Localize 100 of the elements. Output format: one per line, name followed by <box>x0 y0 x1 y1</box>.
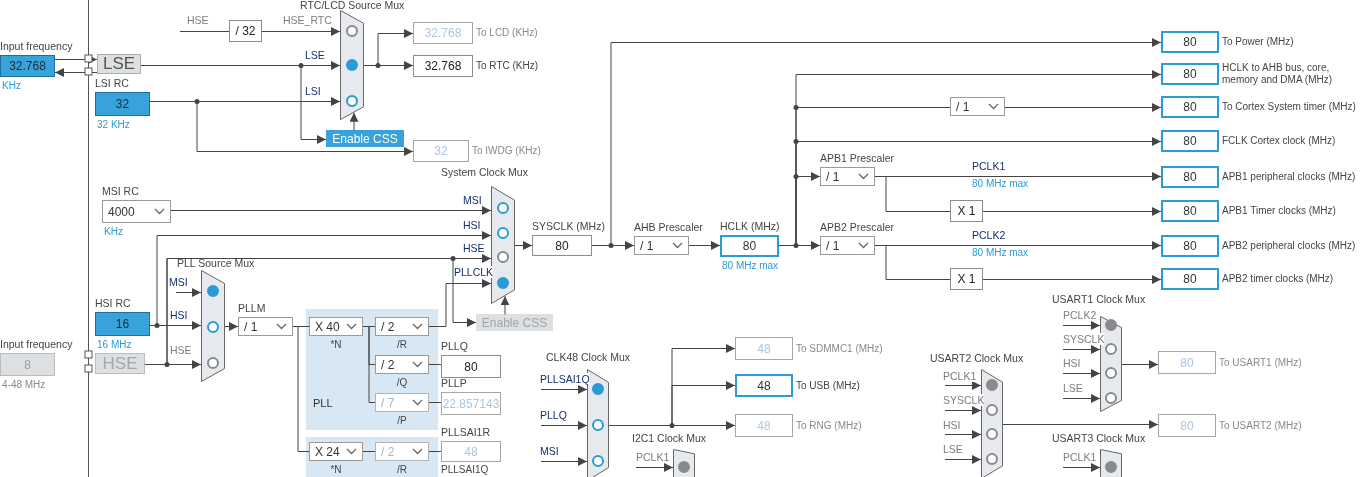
arrow <box>224 322 239 331</box>
mux-title: I2C1 Clock Mux <box>632 432 707 445</box>
edge-label: HSE <box>463 242 485 254</box>
arrow <box>1062 463 1101 472</box>
arrow <box>363 61 414 70</box>
edge-label: PCLK2 <box>972 229 1006 241</box>
dropdown-select: / 2 <box>375 442 429 461</box>
value-field: 48 <box>735 337 793 360</box>
edge-label: HSI <box>1063 357 1081 369</box>
arrow <box>175 288 202 297</box>
note-label: 80 MHz max <box>972 178 1029 190</box>
input-field: 16 <box>95 312 150 336</box>
arrow <box>54 55 98 64</box>
mux-title: USART3 Clock Mux <box>1052 432 1146 445</box>
value-field: 80 <box>1161 235 1219 257</box>
edge-label: LSE <box>943 443 963 455</box>
note-label: PLLSAI1Q <box>441 464 489 476</box>
arrow <box>1002 420 1159 429</box>
field-heading: AHB Prescaler <box>634 221 703 234</box>
dropdown-select: / 2 <box>375 317 429 336</box>
arrow <box>635 463 674 472</box>
value-field: 48 <box>735 374 793 397</box>
field-caption: To RNG (MHz) <box>796 419 862 432</box>
field-caption: /R <box>396 339 408 351</box>
multiplexer-symbol <box>673 449 695 477</box>
arrow <box>944 455 982 464</box>
value-field: / 32 <box>229 20 262 42</box>
css-button: Enable CSS <box>326 130 404 147</box>
field-caption: To USB (MHz) <box>796 379 860 392</box>
mux-title: USART2 Clock Mux <box>930 352 1024 365</box>
pll-region <box>306 437 438 477</box>
edge-label: HSE <box>170 344 192 356</box>
field-heading: PLLSAI1R <box>441 426 491 439</box>
dropdown-select: / 2 <box>375 355 429 374</box>
field-caption: /R <box>396 464 408 476</box>
field-caption: To Power (MHz) <box>1222 36 1294 48</box>
arrow <box>261 27 341 36</box>
note-label: 80 MHz max <box>972 247 1029 259</box>
value-field: 80 <box>1158 414 1216 437</box>
field-heading: HSI RC <box>95 297 131 310</box>
oscillator-box: LSE <box>97 54 141 74</box>
edge-label: MSI <box>540 445 559 457</box>
value-field: 80 <box>1161 63 1219 85</box>
value-field: 80 <box>1161 166 1219 188</box>
mux-title: PLL Source Mux <box>177 257 255 270</box>
dropdown-select: / 1 <box>820 236 875 255</box>
multiplexer-symbol <box>1100 449 1122 477</box>
field-heading: PLLQ <box>441 340 468 353</box>
field-heading: SYSCLK (MHz) <box>532 220 605 233</box>
field-caption: APB1 peripheral clocks (MHz) <box>1222 171 1356 183</box>
field-caption: 4-48 MHz <box>2 379 46 391</box>
field-caption: APB2 peripheral clocks (MHz) <box>1222 240 1356 252</box>
arrow <box>140 65 327 144</box>
edge-label: PCLK1 <box>972 160 1006 172</box>
value-field: 80 <box>1161 96 1219 118</box>
arrow <box>170 206 492 215</box>
field-caption: 16 MHz <box>97 339 132 351</box>
mux-title: RTC/LCD Source Mux <box>300 0 405 12</box>
field-heading: LSI RC <box>95 77 129 90</box>
value-field: 22.857143 <box>441 392 501 415</box>
dropdown-select: 4000 <box>102 200 171 223</box>
edge-label: PCLK1 <box>943 370 977 382</box>
connector-line <box>428 364 442 365</box>
mux-title: CLK48 Clock Mux <box>546 351 631 364</box>
value-field: 80 <box>532 235 592 256</box>
input-field: 8 <box>0 353 55 376</box>
field-caption: 32 KHz <box>97 119 130 131</box>
arrow <box>540 385 588 394</box>
arrow <box>540 421 588 430</box>
arrow <box>500 295 510 315</box>
arrow <box>1004 103 1162 112</box>
edge-label: HSE_RTC <box>283 14 332 26</box>
edge-label: MSI <box>463 194 482 206</box>
value-field: 80 <box>1161 268 1219 290</box>
arrow <box>982 207 1162 216</box>
arrow <box>1121 360 1159 369</box>
field-caption: To LCD (KHz) <box>476 27 538 39</box>
field-caption: To Cortex System timer (MHz) <box>1222 101 1356 113</box>
connector-line <box>362 451 376 452</box>
field-heading: HCLK (MHz) <box>720 220 780 233</box>
arrow <box>514 241 533 250</box>
arrow <box>149 101 414 156</box>
edge-label: PCLK1 <box>1063 451 1097 463</box>
field-caption: To RTC (KHz) <box>476 60 539 72</box>
field-caption: KHz <box>2 80 21 92</box>
multiplexer-symbol <box>587 369 609 477</box>
field-caption: To SDMMC1 (MHz) <box>796 342 883 355</box>
field-heading: Input frequency <box>0 40 73 53</box>
edge-label: HSI <box>943 419 961 431</box>
edge-label: LSE <box>1063 382 1083 394</box>
value-field: 80 <box>1161 130 1219 152</box>
field-heading: Input frequency <box>0 338 73 351</box>
arrow <box>1062 321 1101 330</box>
value-field: 80 <box>441 355 501 378</box>
value-field: 32.768 <box>413 22 473 44</box>
field-caption: HCLK to AHB bus, core, memory and DMA (MHz) <box>1222 62 1333 86</box>
arrow <box>982 275 1162 284</box>
value-field: X 1 <box>950 268 983 290</box>
value-field: 80 <box>1161 200 1219 222</box>
arrow <box>944 430 982 439</box>
